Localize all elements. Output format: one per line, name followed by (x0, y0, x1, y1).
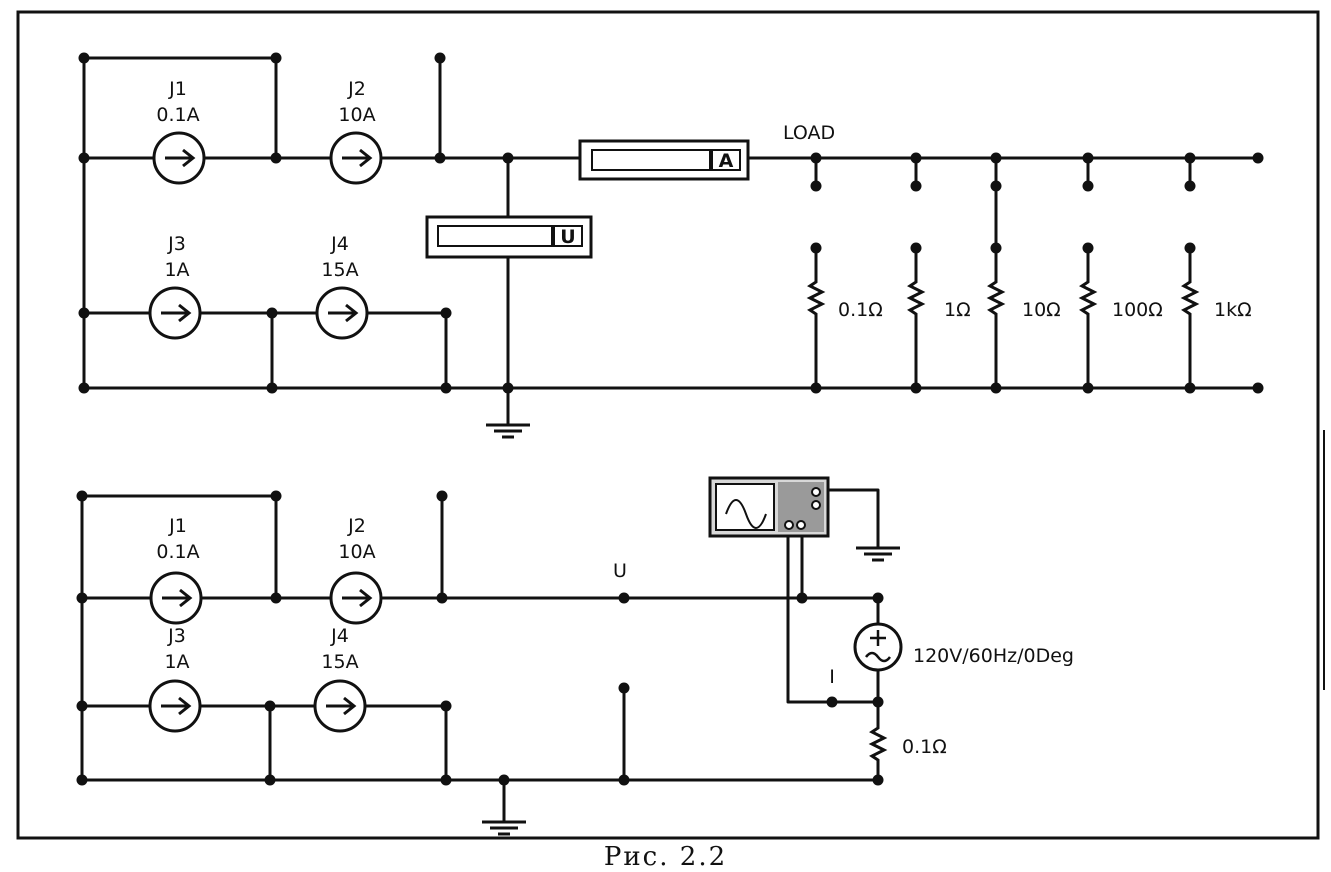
resistor-icon (870, 718, 886, 770)
resistor-icon (1182, 272, 1198, 324)
ground-icon (854, 546, 902, 562)
j4-name-label: J4 (330, 233, 349, 255)
j2-value-label: 10A (338, 541, 375, 563)
j2-name-label: J2 (347, 78, 366, 100)
resistor-label-2: 10Ω (1022, 299, 1061, 321)
j3-name-label: J3 (167, 625, 186, 647)
current-source-j2-icon (329, 571, 383, 625)
j1-name-label: J1 (168, 78, 187, 100)
resistor-icon (808, 272, 824, 324)
voltmeter[interactable]: U (425, 215, 593, 259)
ac-source-label: 120V/60Hz/0Deg (913, 645, 1074, 667)
ammeter-label: A (719, 150, 734, 172)
resistor-label-3: 100Ω (1112, 299, 1163, 321)
j3-value-label: 1A (164, 651, 189, 673)
node-i-label: I (829, 666, 835, 688)
current-source-j4-icon (315, 286, 369, 340)
j4-value-label: 15A (321, 259, 358, 281)
ac-voltage-source-icon (853, 622, 903, 672)
load-label: LOAD (783, 122, 835, 144)
ground-icon (480, 820, 528, 836)
frame-border (16, 10, 1320, 840)
figure-caption: Рис. 2.2 (603, 842, 728, 872)
j2-name-label: J2 (347, 515, 366, 537)
current-source-j2-icon (329, 131, 383, 185)
resistor-icon (908, 272, 924, 324)
j2-value-label: 10A (338, 104, 375, 126)
oscilloscope[interactable] (708, 476, 830, 538)
j4-name-label: J4 (330, 625, 349, 647)
current-source-j1-icon (152, 131, 206, 185)
j3-name-label: J3 (167, 233, 186, 255)
current-source-j1-icon (149, 571, 203, 625)
resistor-label-1: 1Ω (944, 299, 971, 321)
ammeter[interactable]: A (578, 139, 750, 181)
voltmeter-label: U (560, 226, 575, 248)
circuit1: A U (78, 52, 1264, 439)
j3-value-label: 1A (164, 259, 189, 281)
resistor-label-0: 0.1Ω (838, 299, 883, 321)
resistor-icon (988, 272, 1004, 324)
j1-name-label: J1 (168, 515, 187, 537)
j1-value-label: 0.1A (156, 104, 199, 126)
resistor-icon (1080, 272, 1096, 324)
ground-icon (484, 423, 532, 439)
junction-dots (78, 52, 1264, 394)
sine-wave-icon (725, 499, 767, 529)
junction-dots (76, 490, 884, 786)
current-source-j3-icon (148, 679, 202, 733)
resistor-label-4: 1kΩ (1214, 299, 1252, 321)
current-source-j4-icon (313, 679, 367, 733)
j1-value-label: 0.1A (156, 541, 199, 563)
current-source-j3-icon (148, 286, 202, 340)
circuit2: J1 0.1A J2 10A J3 1A J4 15A U I 120V/60H… (76, 476, 1074, 836)
resistor-label: 0.1Ω (902, 736, 947, 758)
j4-value-label: 15A (321, 651, 358, 673)
node-u-label: U (613, 560, 627, 582)
